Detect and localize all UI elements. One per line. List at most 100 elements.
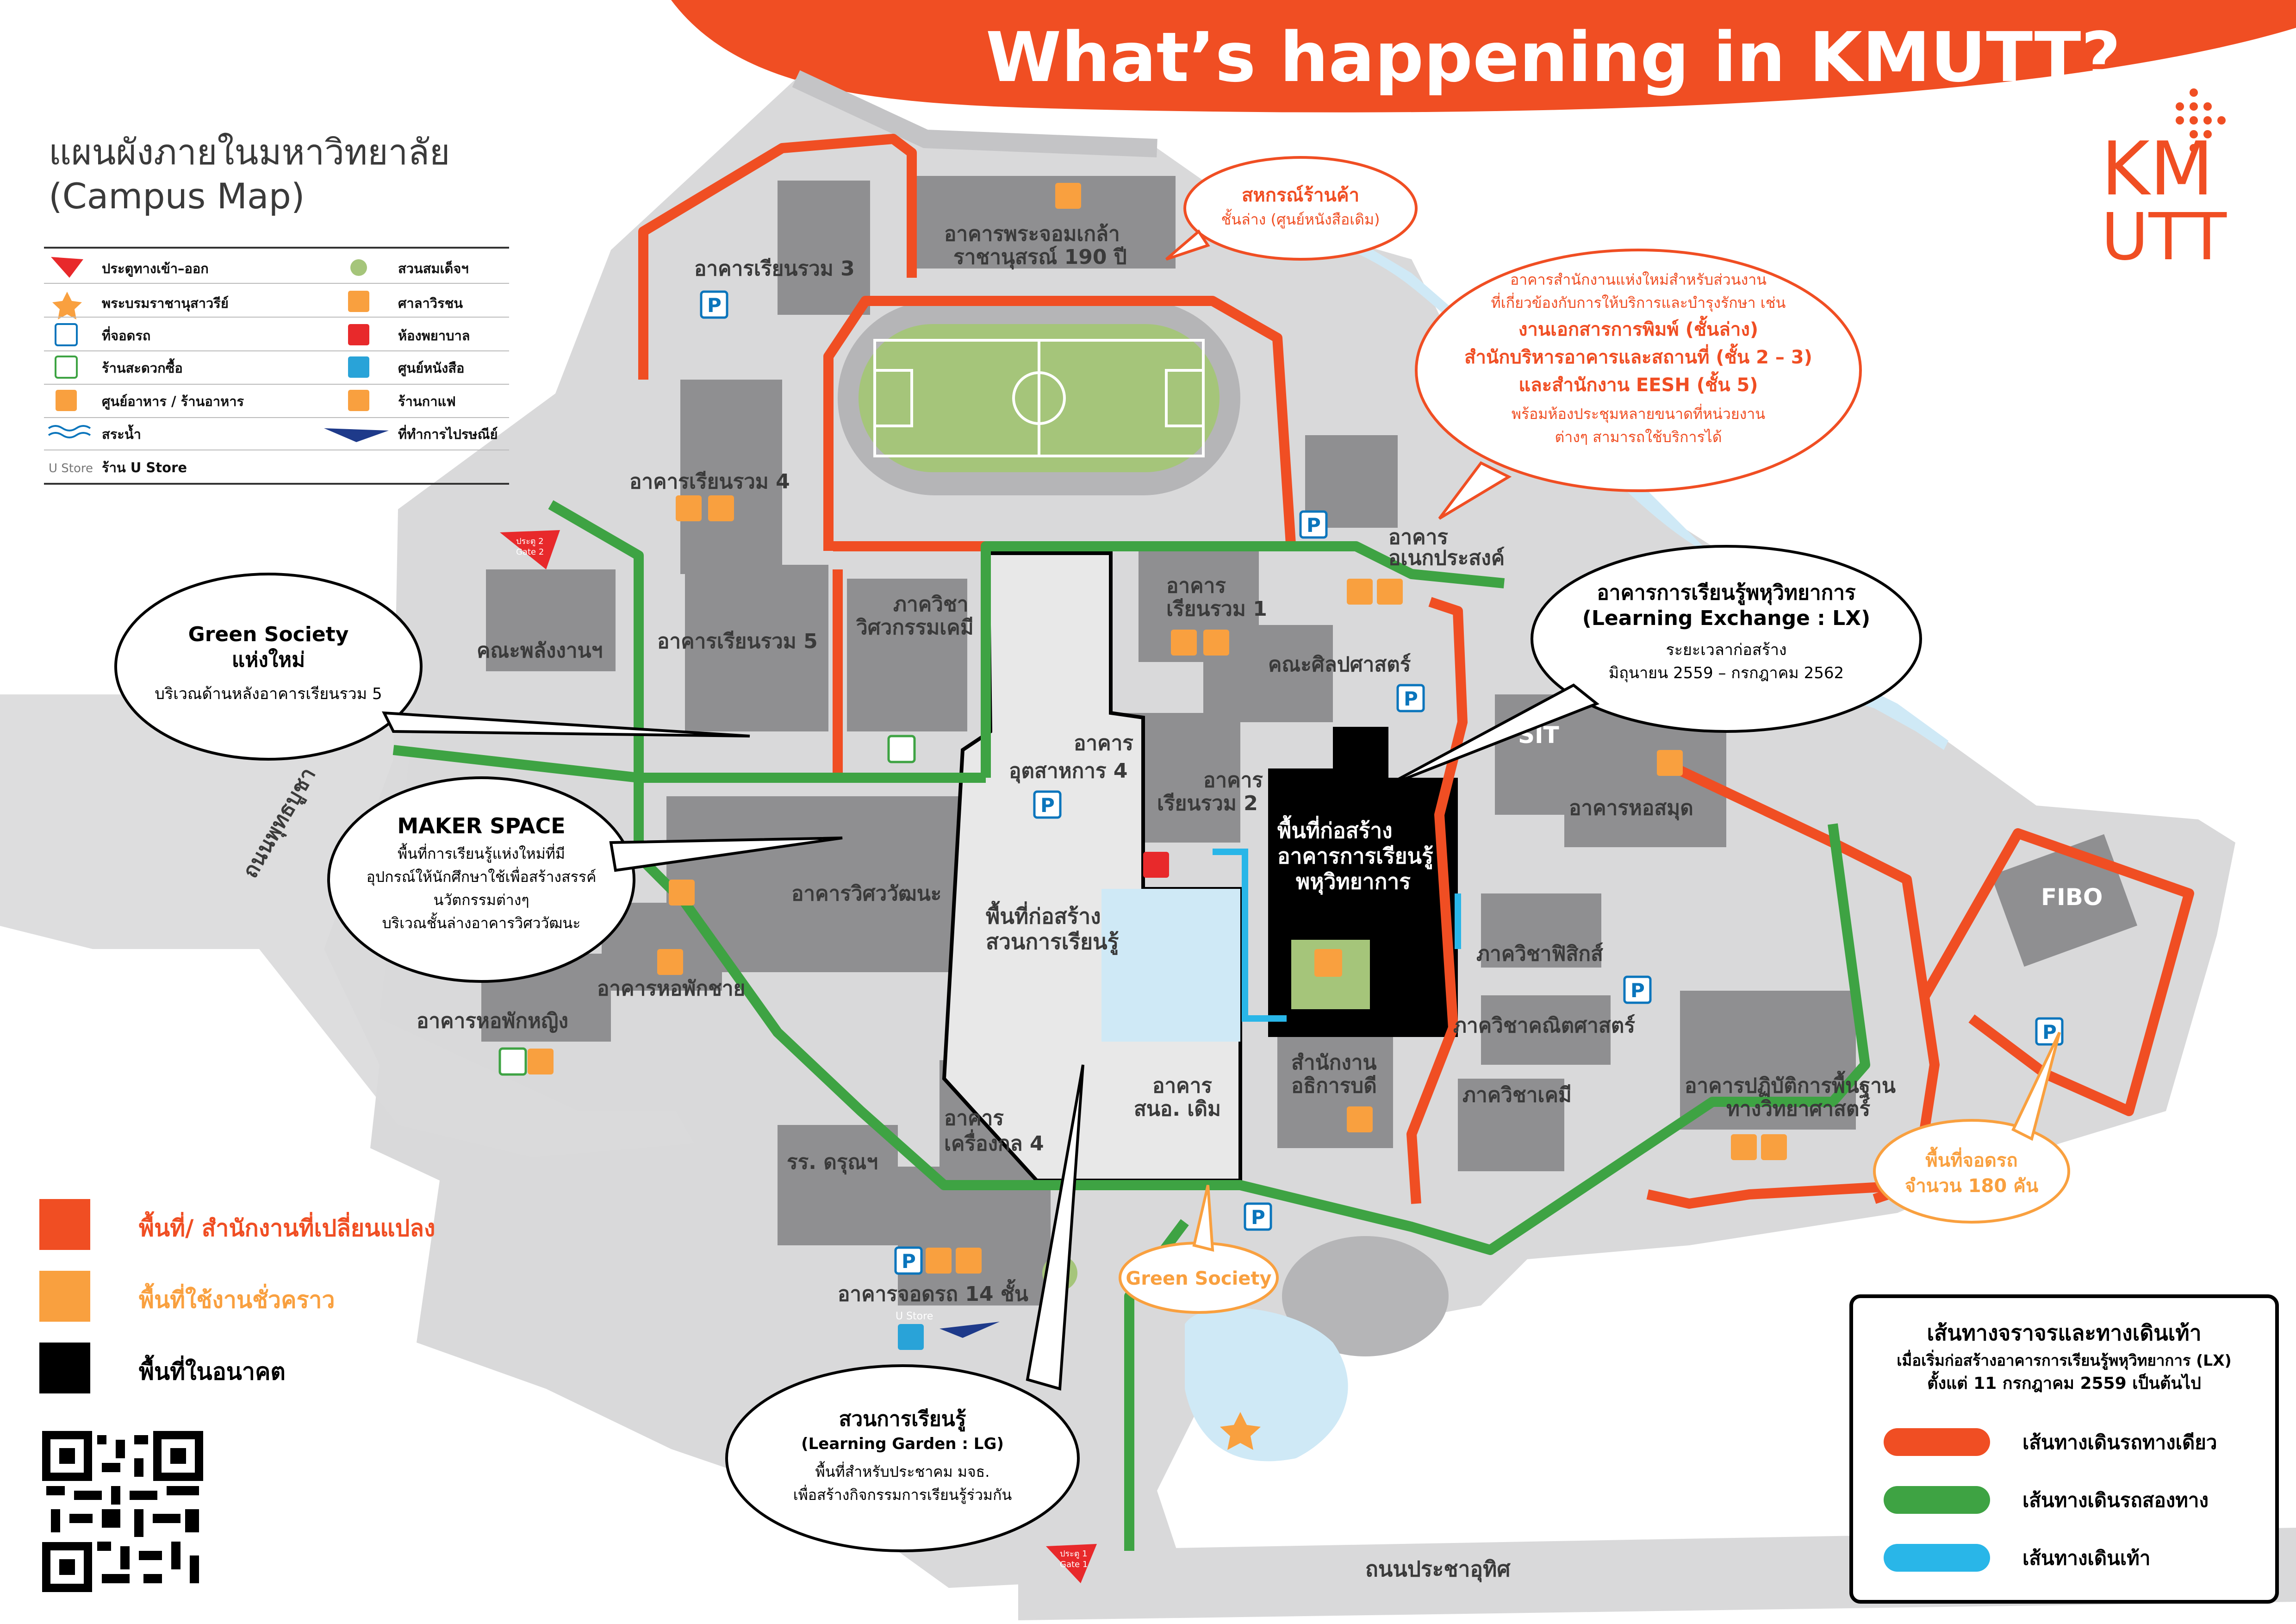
post-office-icon <box>940 1322 1000 1338</box>
coffee-icon <box>348 390 369 411</box>
callout-gs-title2: แห่งใหม่ <box>232 648 305 672</box>
label-old-office-1: อาคาร <box>1152 1074 1212 1098</box>
label-school: รร. ดรุณฯ <box>787 1150 878 1175</box>
coffee-icon <box>1657 750 1683 776</box>
callout-office-l3: งานเอกสารการพิมพ์ (ชั้นล่าง) <box>1518 316 1758 340</box>
gate-icon <box>1046 1544 1097 1583</box>
callout-lg-title2: (Learning Garden : LG) <box>801 1435 1004 1453</box>
map-title-th: แผนผังภายในมหาวิทยาลัย <box>49 131 450 173</box>
callout-gs-title1: Green Society <box>188 623 349 646</box>
hospital-icon <box>1143 852 1169 878</box>
hospital-icon <box>348 324 369 345</box>
convenience-store-icon <box>887 735 916 763</box>
legend-post: ที่ทำการไปรษณีย์ <box>398 425 498 442</box>
callout-lx-title2: (Learning Exchange : LX) <box>1582 606 1870 630</box>
icon-legend: ประตูทางเข้า–ออก พระบรมราชานุสาวรีย์ ที่… <box>44 247 509 485</box>
coffee-icon <box>1761 1134 1787 1160</box>
parking-icon: P <box>1244 1202 1272 1231</box>
coffee-icon <box>1203 630 1229 656</box>
food-icon <box>657 949 683 975</box>
ustore-map-tag: U Store <box>896 1311 933 1322</box>
building-prachomklao <box>907 176 1176 269</box>
callout-shapes <box>114 156 2070 1552</box>
callout-lg-b2: เพื่อสร้างกิจกรรมการเรียนรู้ร่วมกัน <box>793 1485 1012 1504</box>
food-icon <box>1171 630 1197 656</box>
gate-1: ประตู 1 Gate 1 <box>1046 1544 1097 1583</box>
route-legend: เส้นทางจราจรและทางเดินเท้า เมื่อเริ่มก่อ… <box>1849 1294 2279 1604</box>
food-icon <box>56 390 77 411</box>
svg-text:P: P <box>1404 687 1418 710</box>
callout-coop-title: สหกรณ์ร้านค้า <box>1242 185 1359 206</box>
pavilion-icon <box>1314 949 1342 977</box>
gate-2-th: ประตู 2 <box>516 537 544 546</box>
post-office-icon <box>324 428 389 442</box>
legend-store: ร้านสะดวกซื้อ <box>102 358 183 376</box>
label-classroom1-1: อาคาร <box>1166 574 1226 598</box>
callout-parking-l1: พื้นที่จอดรถ <box>1925 1147 2017 1171</box>
callout-office-l2: ที่เกี่ยวข้องกับการให้บริการและบำรุงรักษ… <box>1491 293 1786 312</box>
legend-gate: ประตูทางเข้า–ออก <box>102 261 209 277</box>
lg-pond <box>1101 889 1240 1042</box>
label-president-2: อธิการบดี <box>1291 1074 1377 1098</box>
route-label-twoway: เส้นทางเดินรถสองทาง <box>2022 1489 2209 1512</box>
pitch-right-box <box>1165 369 1205 427</box>
legend-star: พระบรมราชานุสาวรีย์ <box>102 295 229 312</box>
callout-maker-b4: บริเวณชั้นล่างอาคารวิศววัฒนะ <box>382 912 581 932</box>
callout-office-l5: และสำนักงาน EESH (ชั้น 5) <box>1518 371 1758 396</box>
pond-icon <box>48 425 91 438</box>
label-liberal-arts: คณะศิลปศาสตร์ <box>1268 653 1411 676</box>
callout-office-l1: อาคารสำนักงานแห่งใหม่สำหรับส่วนงาน <box>1510 271 1767 288</box>
callout-texts: สหกรณ์ร้านค้า ชั้นล่าง (ศูนย์หนังสือเดิม… <box>155 185 2038 1504</box>
pitch-left-box <box>873 369 913 427</box>
callout-maker-title: MAKER SPACE <box>397 813 565 838</box>
legend-pond: สระน้ำ <box>102 424 141 442</box>
gate-icon <box>500 530 560 569</box>
callout-lx-title1: อาคารการเรียนรู้พหุวิทยาการ <box>1597 581 1856 606</box>
route-swatch-twoway <box>1884 1486 1990 1514</box>
label-chem-eng-1: ภาควิชา <box>893 593 968 616</box>
parking-markers: P P P P P P P P <box>700 290 2064 1275</box>
legend-coffee: ร้านกาแฟ <box>398 394 456 409</box>
area-swatch-temporary <box>39 1271 90 1322</box>
label-dorm-male: อาคารหอพักชาย <box>597 977 745 1000</box>
gate-2-en: Gate 2 <box>516 547 544 557</box>
route-legend-sub1: เมื่อเริ่มก่อสร้างอาคารการเรียนรู้พหุวิท… <box>1897 1349 2231 1370</box>
label-lx-construction-3: พหุวิทยาการ <box>1296 869 1411 895</box>
svg-text:P: P <box>1251 1206 1265 1229</box>
route-label-walk: เส้นทางเดินเท้า <box>2022 1547 2150 1569</box>
convenience-store-icon <box>498 1047 527 1076</box>
label-classroom1-2: เรียนรวม 1 <box>1166 597 1267 621</box>
callout-gs-body: บริเวณด้านหลังอาคารเรียนรวม 5 <box>155 685 382 703</box>
route-legend-sub2: ตั้งแต่ 11 กรกฎาคม 2559 เป็นต้นไป <box>1927 1371 2201 1393</box>
building-classroom3 <box>778 181 870 315</box>
label-lx-construction-1: พื้นที่ก่อสร้าง <box>1277 815 1393 843</box>
gate-1-th: ประตู 1 <box>1060 1549 1088 1559</box>
building-chem <box>1458 1079 1564 1171</box>
one-way-routes <box>638 134 2194 1209</box>
legend-pavilion: ศาลาวิรชน <box>398 295 463 311</box>
callout-maker-b1: พื้นที่การเรียนรู้แห่งใหม่ที่มี <box>398 843 565 863</box>
food-icon <box>1055 183 1081 209</box>
legend-col-2: สวนสมเด็จฯ ศาลาวิรชน ห้องพยาบาล ศูนย์หนั… <box>324 259 509 442</box>
label-library: อาคารหอสมุด <box>1569 796 1693 821</box>
building-labels: อาคารเรียนรวม 3 อาคารพระจอมเกล้า ราชานุส… <box>237 222 2103 1582</box>
label-parking14: อาคารจอดรถ 14 ชั้น <box>838 1279 1028 1306</box>
svg-text:P: P <box>2042 1021 2057 1043</box>
map-title-en: (Campus Map) <box>49 175 305 217</box>
logo-bottom: UTT <box>2101 200 2227 275</box>
legend-hospital: ห้องพยาบาล <box>398 328 470 344</box>
label-physics: ภาควิชาฟิสิกส์ <box>1476 942 1603 966</box>
coffee-icon <box>1347 1106 1373 1132</box>
label-fibo: FIBO <box>2041 884 2103 911</box>
area-label-future: พื้นที่ในอนาคต <box>139 1355 286 1385</box>
callout-maker-b3: นวัตกรรมต่างๆ <box>433 891 529 909</box>
coffee-icon <box>1377 579 1403 605</box>
callout-office-l7: ต่างๆ สามารถใช้บริการได้ <box>1555 428 1722 446</box>
building-classroom5 <box>685 565 828 731</box>
parking-icon: P <box>894 1246 923 1275</box>
label-lx-construction-2: อาคารการเรียนรู้ <box>1277 843 1433 869</box>
label-multipurpose-2: อเนกประสงค์ <box>1388 546 1505 570</box>
food-icon <box>1347 579 1373 605</box>
pond-bottom <box>1185 1308 1348 1462</box>
label-classroom2-1: อาคาร <box>1203 768 1263 792</box>
